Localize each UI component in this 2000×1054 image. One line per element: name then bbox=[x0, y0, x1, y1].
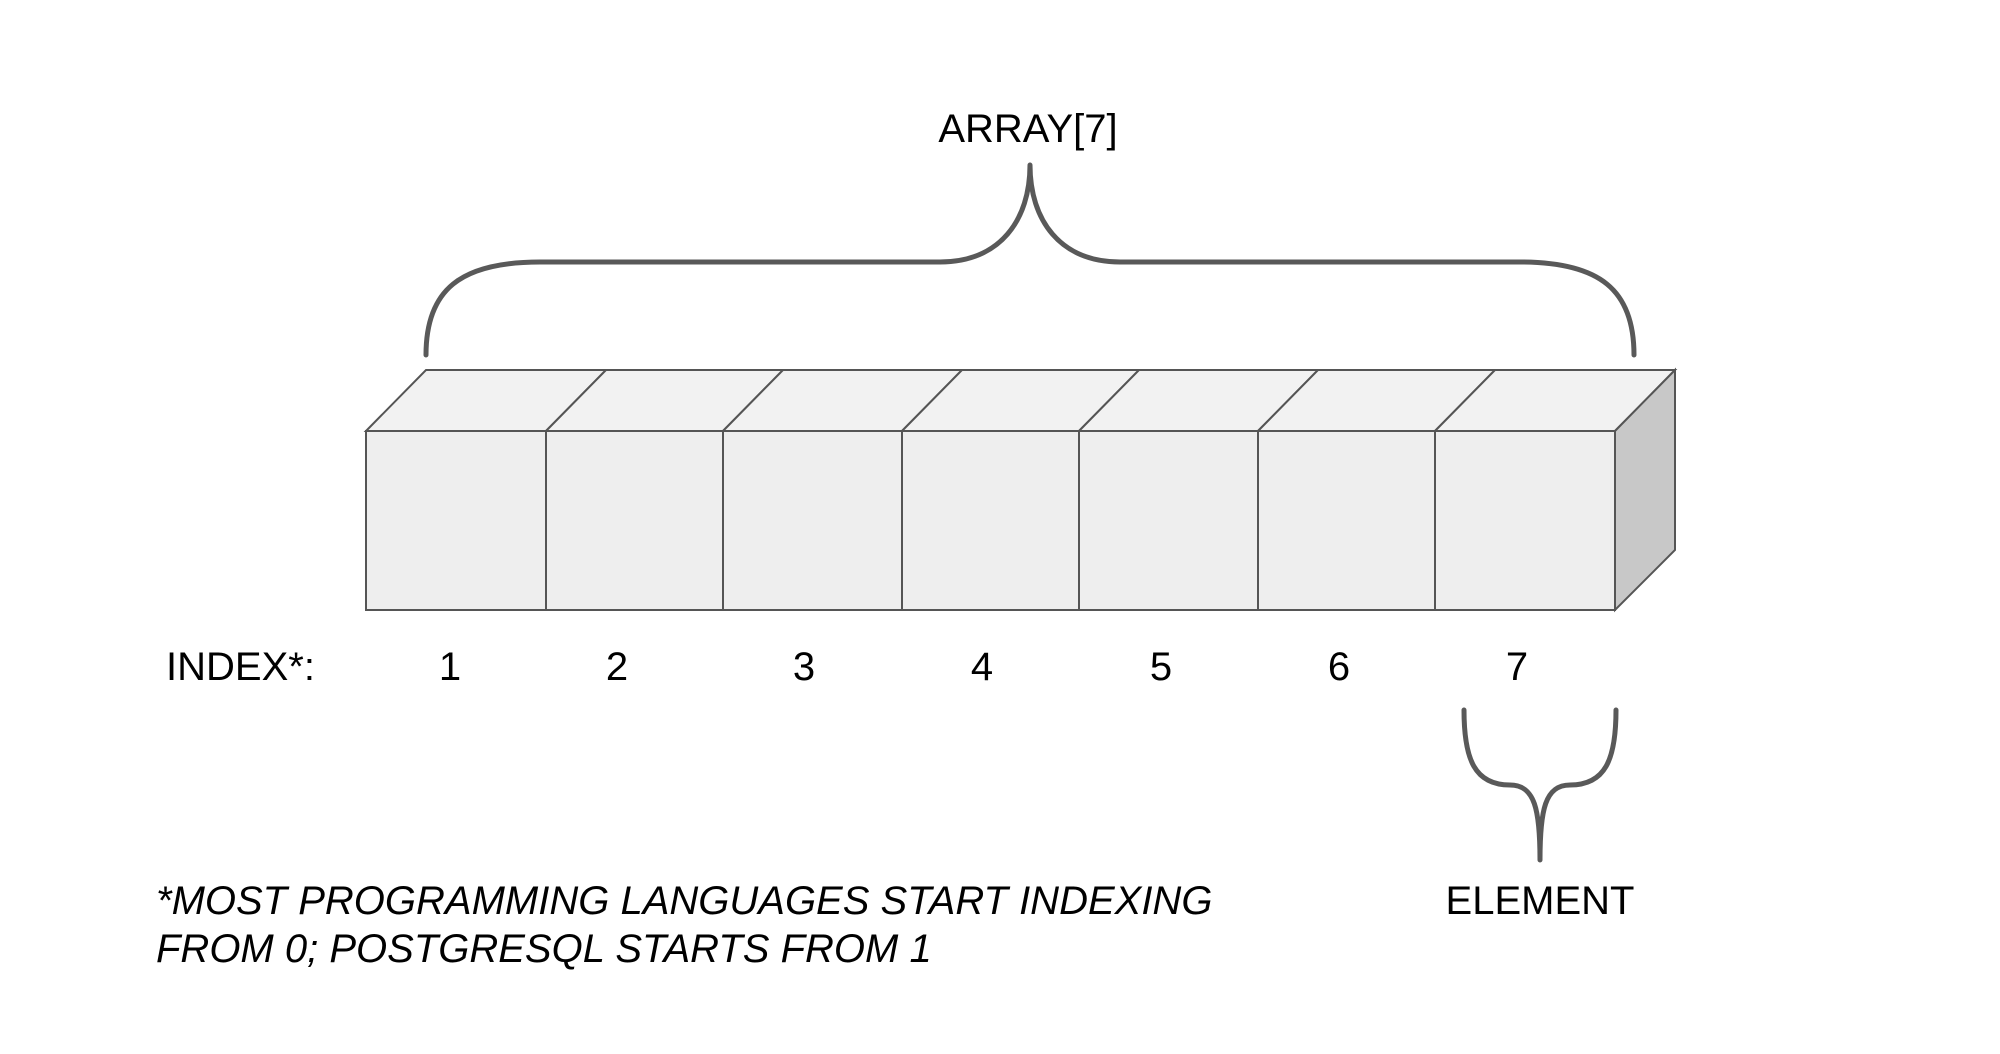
index-7: 7 bbox=[1506, 645, 1528, 689]
array-label: ARRAY[7] bbox=[938, 107, 1117, 151]
cell-3 bbox=[722, 430, 903, 611]
index-3: 3 bbox=[793, 645, 815, 689]
array-cells bbox=[363, 367, 1678, 613]
footnote-line-2: FROM 0; POSTGRESQL STARTS FROM 1 bbox=[156, 927, 932, 971]
element-label: ELEMENT bbox=[1446, 879, 1635, 923]
index-1: 1 bbox=[439, 645, 461, 689]
cell-5 bbox=[1078, 430, 1259, 611]
cell-2 bbox=[545, 430, 724, 611]
index-2: 2 bbox=[606, 645, 628, 689]
index-6: 6 bbox=[1328, 645, 1350, 689]
cell-7 bbox=[1434, 430, 1616, 611]
index-numbers: 1 2 3 4 5 6 7 bbox=[439, 645, 1528, 689]
footnote: *MOST PROGRAMMING LANGUAGES START INDEXI… bbox=[156, 879, 1212, 971]
cell-1 bbox=[365, 430, 547, 611]
index-5: 5 bbox=[1150, 645, 1172, 689]
element-brace bbox=[1461, 707, 1619, 863]
cell-6 bbox=[1257, 430, 1436, 611]
index-4: 4 bbox=[971, 645, 993, 689]
footnote-line-1: *MOST PROGRAMMING LANGUAGES START INDEXI… bbox=[156, 879, 1212, 923]
array-brace bbox=[423, 162, 1637, 358]
index-label: INDEX*: bbox=[166, 645, 315, 689]
cell-4 bbox=[901, 430, 1080, 611]
